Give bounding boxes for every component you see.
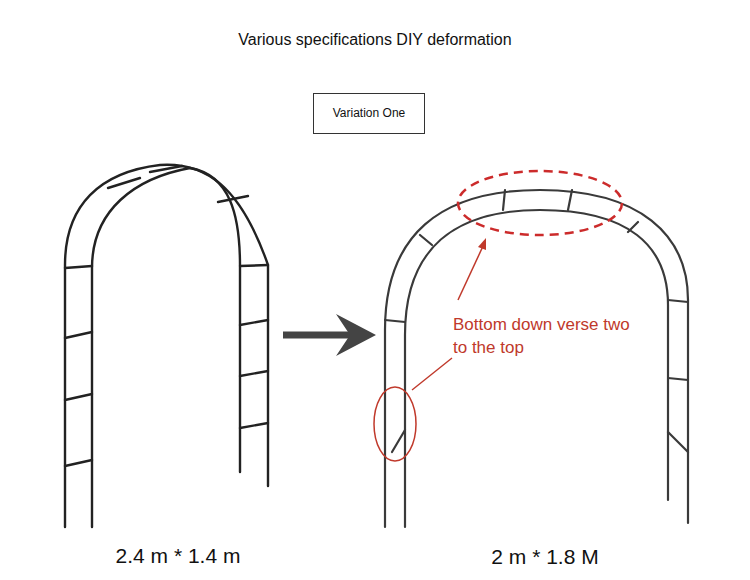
- title: Various specifications DIY deformation: [238, 31, 511, 49]
- leader-line: [458, 244, 484, 300]
- callout-note: Bottom down verse two to the top: [453, 314, 638, 360]
- bottom-highlight: [374, 387, 416, 461]
- leader-line: [412, 358, 452, 390]
- leader-head: [478, 238, 486, 250]
- dimension-label: 2.4 m * 1.4 m: [116, 542, 241, 570]
- large-arch: [385, 190, 688, 527]
- small-arch: [65, 165, 268, 527]
- transform-arrow-shaft: [283, 332, 352, 339]
- variation-box: Variation One: [313, 93, 425, 134]
- dimension-label: 2 m * 1.8 M: [491, 543, 598, 571]
- transform-arrow-head: [336, 314, 376, 356]
- box-label: Variation One: [333, 106, 406, 120]
- top-highlight: [458, 171, 622, 235]
